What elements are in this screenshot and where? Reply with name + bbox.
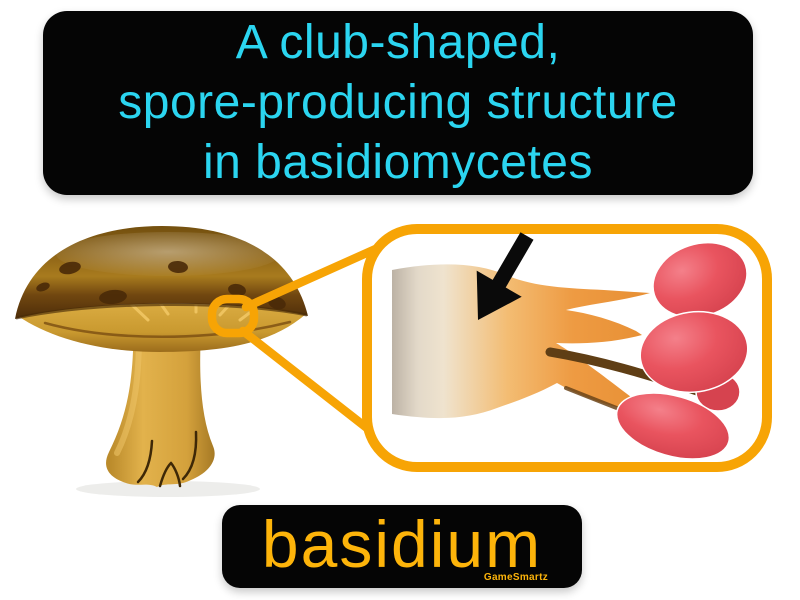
zoom-callout-lines [238,242,385,437]
basidium-club [392,264,650,419]
arrow-icon [476,232,534,320]
spore-middle [639,310,749,394]
mushroom-shadow [76,481,260,497]
zoom-callout-ring [207,294,259,338]
mushroom-icon [15,226,308,488]
definition-line-3: in basidiomycetes [202,136,593,189]
term-box: basidium GameSmartz [222,505,582,588]
cap-sheen [56,232,280,276]
definition-line-2: spore-producing structure [118,76,678,129]
term-label: basidium [261,506,543,581]
stem-claw-lines [136,430,198,488]
gill-crease [43,320,292,338]
watermark-label: GameSmartz [483,572,548,583]
spores [615,241,749,460]
cap-spots [36,260,286,310]
spore-bottom [615,392,731,460]
cap-rim [15,302,308,320]
mushroom-gills [18,303,306,352]
definition-line-1: A club-shaped, [235,16,561,69]
mushroom-stem [106,308,215,487]
definition-box: A club-shaped, spore-producing structure… [43,11,753,195]
